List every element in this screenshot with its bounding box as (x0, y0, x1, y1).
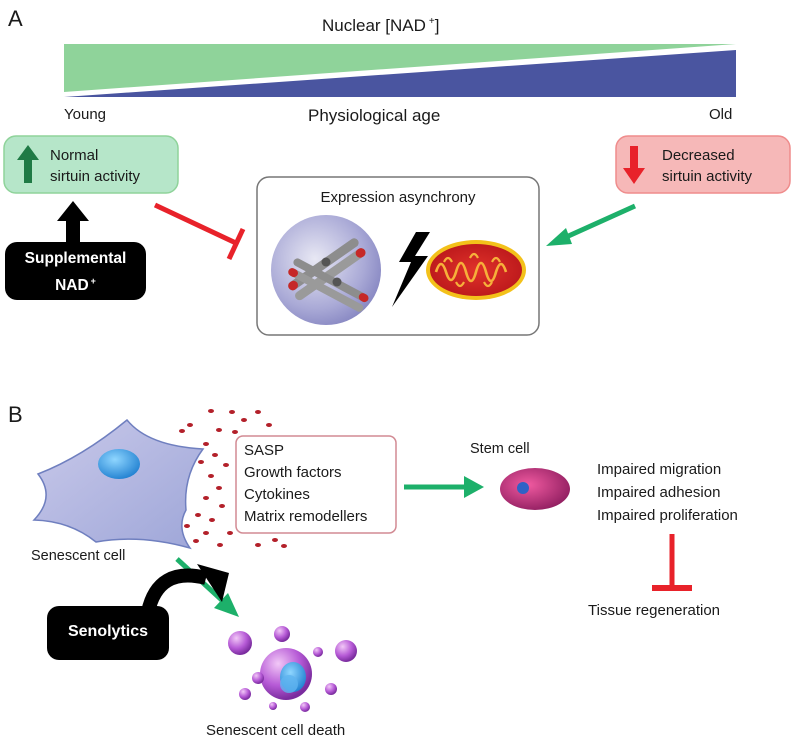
panel-b-label: B (8, 402, 23, 427)
apoptotic-bodies-icon (228, 626, 357, 712)
factor-list: SASP Growth factors Cytokines Matrix rem… (244, 440, 367, 528)
nad-wedge (64, 44, 736, 92)
up-arrow-icon (17, 145, 39, 183)
nad-title-sup: + (428, 16, 435, 28)
normal-line-2: sirtuin activity (50, 168, 141, 185)
inhibition-arrow-red (153, 202, 246, 261)
supplemental-line-2: NAD (55, 277, 89, 295)
factor-item: Cytokines (244, 486, 310, 503)
normal-sirtuin-text: Normal sirtuin activity (50, 145, 140, 187)
nad-title-close: ] (434, 16, 440, 35)
green-arrow-decreased (546, 203, 637, 246)
decreased-line-1: Decreased (662, 147, 735, 164)
decreased-line-2: sirtuin activity (662, 168, 753, 185)
green-arrow-stem (404, 476, 484, 498)
supplemental-up-arrow (57, 201, 89, 248)
secreted-factor-dots (179, 409, 287, 548)
supplemental-line-1: Supplemental (24, 250, 127, 267)
supplemental-line-2-wrap: NAD+ (5, 270, 146, 297)
mitochondrion-icon (426, 240, 526, 300)
old-label: Old (709, 106, 733, 123)
stem-cell-icon (500, 468, 570, 510)
supplemental-nad-text: Supplemental NAD+ (5, 248, 146, 297)
senolytics-curved-arrow (141, 564, 229, 614)
down-arrow-icon (623, 146, 645, 184)
impairment-list: Impaired migration Impaired adhesion Imp… (597, 458, 738, 527)
senescent-cell-label: Senescent cell (31, 548, 126, 564)
lightning-bolt-icon (392, 232, 430, 307)
supplemental-nad-box (5, 242, 146, 300)
axis-label: Physiological age (308, 106, 441, 125)
nucleus-chromosome-icon (271, 215, 381, 325)
senolytics-label: Senolytics (67, 623, 149, 640)
expression-asynchrony-title: Expression asynchrony (320, 189, 476, 206)
impairment-item: Impaired proliferation (597, 507, 738, 524)
panel-a-label: A (8, 6, 23, 31)
factor-box (235, 435, 397, 534)
factor-item: SASP (244, 442, 285, 459)
nad-title-text: Nuclear [NAD (322, 16, 426, 35)
stem-cell-label: Stem cell (470, 441, 530, 457)
normal-line-1: Normal (50, 147, 99, 164)
senescent-cell-icon (32, 418, 205, 550)
tissue-regeneration-label: Tissue regeneration (588, 602, 721, 619)
factor-item: Growth factors (244, 464, 342, 481)
supplemental-sup: + (90, 276, 96, 286)
decreased-sirtuin-box (615, 135, 791, 194)
factor-item: Matrix remodellers (244, 508, 368, 525)
normal-sirtuin-box (3, 135, 179, 194)
impairment-item: Impaired migration (597, 461, 722, 478)
age-wedge (64, 50, 736, 97)
impairment-item: Impaired adhesion (597, 484, 721, 501)
inhibition-arrow-tissue (652, 534, 692, 591)
decreased-sirtuin-text: Decreased sirtuin activity (662, 145, 752, 187)
senescent-cell-death-label: Senescent cell death (206, 722, 346, 739)
young-label: Young (64, 106, 106, 123)
nad-title: Nuclear [NAD+] (322, 16, 440, 36)
senolytics-box (47, 606, 169, 660)
